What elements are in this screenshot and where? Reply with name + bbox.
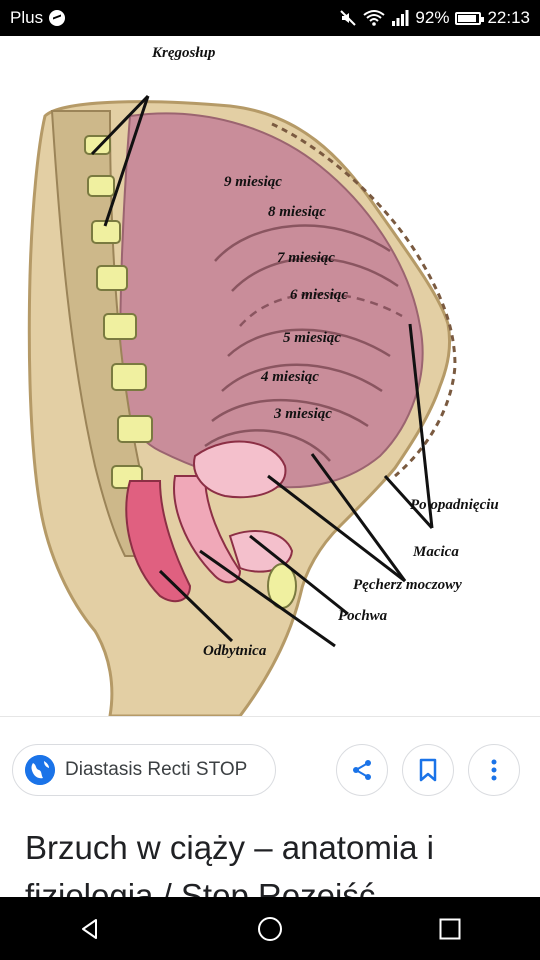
globe-icon bbox=[25, 755, 55, 785]
more-vert-icon bbox=[491, 759, 497, 781]
source-name: Diastasis Recti STOP bbox=[65, 759, 248, 780]
source-chip[interactable]: Diastasis Recti STOP bbox=[12, 744, 276, 796]
anatomy-diagram: Kręgosłup 9 miesiąc 8 miesiąc 7 miesiąc … bbox=[27, 45, 499, 716]
label-after-drop: Po opadnięciu bbox=[410, 497, 499, 513]
label-month9: 9 miesiąc bbox=[224, 174, 282, 190]
carrier-name: Plus bbox=[10, 8, 44, 27]
label-vagina: Pochwa bbox=[338, 608, 388, 624]
divider bbox=[0, 716, 540, 717]
recents-button[interactable] bbox=[420, 899, 480, 959]
signal-icon bbox=[392, 10, 409, 26]
battery-percent: 92% bbox=[415, 8, 450, 27]
home-icon bbox=[258, 916, 282, 941]
label-month7: 7 miesiąc bbox=[277, 250, 335, 266]
vagina-organ bbox=[173, 475, 242, 584]
label-bladder: Pęcherz moczowy bbox=[353, 577, 462, 593]
label-uterus: Macica bbox=[412, 544, 459, 560]
back-icon bbox=[82, 918, 97, 939]
status-left: Plus bbox=[10, 8, 66, 28]
recents-icon bbox=[439, 918, 461, 939]
bladder-organ bbox=[193, 440, 287, 499]
navigation-bar bbox=[0, 897, 540, 960]
vertebrae bbox=[84, 135, 153, 489]
pregnancy-anatomy-image[interactable]: Kręgosłup 9 miesiąc 8 miesiąc 7 miesiąc … bbox=[0, 36, 540, 716]
share-icon bbox=[353, 760, 371, 780]
more-button[interactable] bbox=[468, 744, 520, 796]
back-button[interactable] bbox=[60, 899, 120, 959]
rectum-organ bbox=[125, 480, 192, 603]
label-month6: 6 miesiąc bbox=[290, 287, 348, 303]
bladder-lower bbox=[228, 530, 294, 573]
label-rectum: Odbytnica bbox=[203, 643, 267, 659]
after-drop-outline bbox=[271, 122, 457, 478]
messenger-icon bbox=[49, 10, 66, 26]
label-spine: Kręgosłup bbox=[151, 45, 216, 61]
label-month4: 4 miesiąc bbox=[260, 369, 319, 385]
label-month3: 3 miesiąc bbox=[273, 406, 332, 422]
battery-icon bbox=[455, 11, 485, 25]
share-button[interactable] bbox=[336, 744, 388, 796]
home-button[interactable] bbox=[240, 899, 300, 959]
bookmark-button[interactable] bbox=[402, 744, 454, 796]
status-bar: Plus 92% 22:13 bbox=[0, 0, 540, 36]
label-month8: 8 miesiąc bbox=[268, 204, 326, 220]
mute-icon bbox=[340, 10, 357, 26]
status-right: 92% 22:13 bbox=[339, 8, 530, 28]
leader-lines bbox=[90, 94, 434, 648]
month-arcs bbox=[204, 224, 403, 462]
label-month5: 5 miesiąc bbox=[283, 330, 341, 346]
wifi-icon bbox=[363, 10, 386, 26]
clock: 22:13 bbox=[487, 8, 530, 27]
bookmark-icon bbox=[419, 758, 437, 782]
